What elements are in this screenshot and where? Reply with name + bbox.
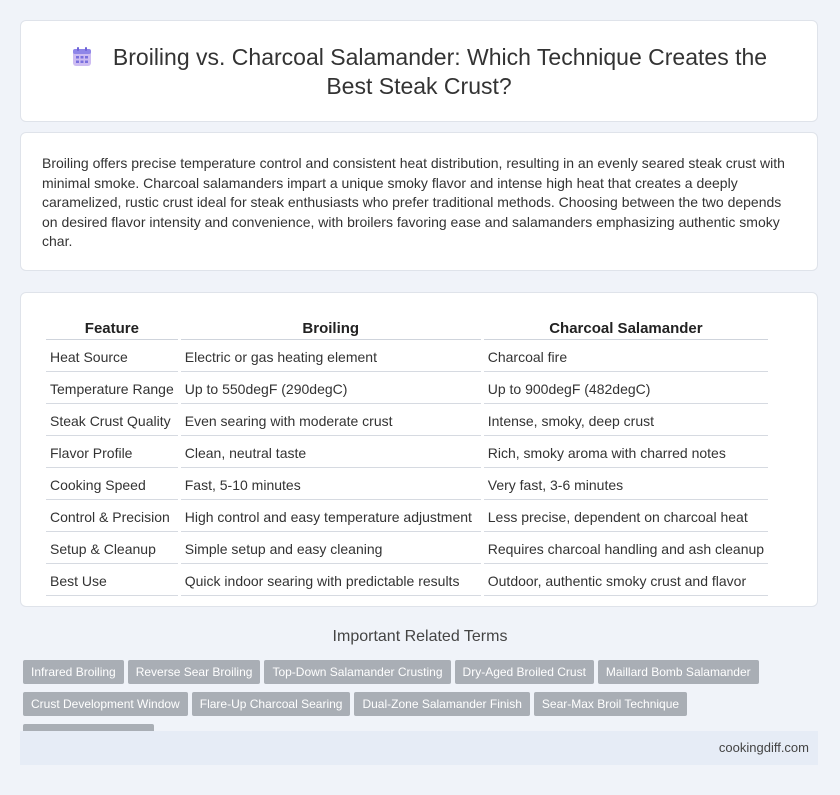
feature-cell: Temperature Range — [46, 374, 178, 404]
table-row: Control & Precision High control and eas… — [46, 502, 769, 532]
comparison-card: Feature Broiling Charcoal Salamander Hea… — [20, 292, 818, 607]
feature-cell: Setup & Cleanup — [46, 534, 178, 564]
broiling-cell: Quick indoor searing with predictable re… — [180, 566, 481, 596]
footer-site-link[interactable]: cookingdiff.com — [718, 740, 809, 755]
term-tag[interactable]: Reverse Sear Broiling — [127, 660, 261, 684]
broiling-cell: Clean, neutral taste — [180, 438, 481, 468]
salamander-cell: Up to 900degF (482degC) — [483, 374, 769, 404]
broiling-cell: Fast, 5-10 minutes — [180, 470, 481, 500]
page-title: Broiling vs. Charcoal Salamander: Which … — [112, 44, 768, 99]
term-tag[interactable]: Top-Down Salamander Crusting — [264, 660, 451, 684]
salamander-cell: Requires charcoal handling and ash clean… — [483, 534, 769, 564]
term-tag[interactable]: Infrared Broiling — [23, 660, 124, 684]
page-title-wrap: Broiling vs. Charcoal Salamander: Which … — [21, 43, 817, 101]
broiling-cell: Even searing with moderate crust — [180, 406, 481, 436]
feature-cell: Steak Crust Quality — [46, 406, 178, 436]
term-tag[interactable]: Dual-Zone Salamander Finish — [354, 692, 530, 716]
table-row: Best Use Quick indoor searing with predi… — [46, 566, 769, 596]
table-row: Heat Source Electric or gas heating elem… — [46, 342, 769, 372]
salamander-cell: Rich, smoky aroma with charred notes — [483, 438, 769, 468]
broiling-cell: High control and easy temperature adjust… — [180, 502, 481, 532]
footer-bar: cookingdiff.com — [20, 731, 818, 765]
table-row: Steak Crust Quality Even searing with mo… — [46, 406, 769, 436]
intro-paragraph: Broiling offers precise temperature cont… — [42, 155, 785, 249]
table-row: Flavor Profile Clean, neutral taste Rich… — [46, 438, 769, 468]
term-tag[interactable]: Sear-Max Broil Technique — [533, 692, 688, 716]
salamander-cell: Very fast, 3-6 minutes — [483, 470, 769, 500]
table-row: Temperature Range Up to 550degF (290degC… — [46, 374, 769, 404]
title-card: Broiling vs. Charcoal Salamander: Which … — [20, 20, 818, 122]
feature-cell: Flavor Profile — [46, 438, 178, 468]
feature-cell: Cooking Speed — [46, 470, 178, 500]
comparison-table: Feature Broiling Charcoal Salamander Hea… — [43, 315, 771, 598]
table-header-row: Feature Broiling Charcoal Salamander — [46, 317, 769, 340]
term-tag[interactable]: Maillard Bomb Salamander — [597, 660, 759, 684]
header-feature: Feature — [46, 317, 178, 340]
salamander-cell: Less precise, dependent on charcoal heat — [483, 502, 769, 532]
term-tag[interactable]: Flare-Up Charcoal Searing — [191, 692, 351, 716]
salamander-cell: Intense, smoky, deep crust — [483, 406, 769, 436]
related-terms-heading: Important Related Terms — [332, 628, 508, 645]
intro-card: Broiling offers precise temperature cont… — [20, 132, 818, 271]
salamander-cell: Charcoal fire — [483, 342, 769, 372]
broiling-cell: Up to 550degF (290degC) — [180, 374, 481, 404]
feature-cell: Best Use — [46, 566, 178, 596]
header-broiling: Broiling — [180, 317, 481, 340]
calendar-icon — [72, 47, 91, 66]
feature-cell: Heat Source — [46, 342, 178, 372]
salamander-cell: Outdoor, authentic smoky crust and flavo… — [483, 566, 769, 596]
broiling-cell: Electric or gas heating element — [180, 342, 481, 372]
broiling-cell: Simple setup and easy cleaning — [180, 534, 481, 564]
table-row: Cooking Speed Fast, 5-10 minutes Very fa… — [46, 470, 769, 500]
feature-cell: Control & Precision — [46, 502, 178, 532]
table-row: Setup & Cleanup Simple setup and easy cl… — [46, 534, 769, 564]
header-charcoal-salamander: Charcoal Salamander — [483, 317, 769, 340]
term-tag[interactable]: Dry-Aged Broiled Crust — [454, 660, 594, 684]
term-tag[interactable]: Crust Development Window — [23, 692, 188, 716]
